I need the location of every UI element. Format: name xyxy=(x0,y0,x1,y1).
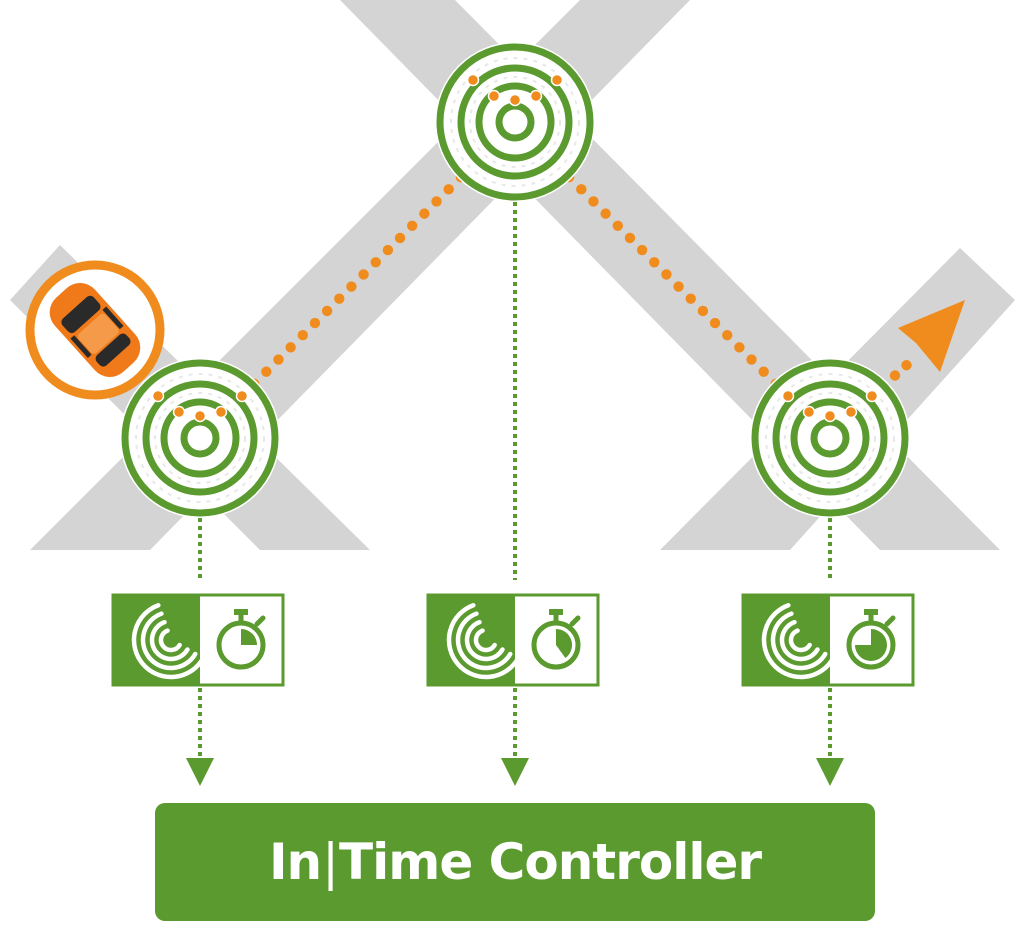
radar-waves-icon xyxy=(446,602,521,680)
down-arrow-icon xyxy=(186,758,214,786)
route-dot xyxy=(734,342,745,353)
route-dot xyxy=(889,370,901,381)
route-dot xyxy=(358,269,369,280)
route-dot xyxy=(334,293,345,304)
route-dot xyxy=(612,220,623,231)
sensor-connectors xyxy=(186,202,844,786)
route-dot xyxy=(636,244,648,256)
route-dot xyxy=(901,360,912,371)
route-dot xyxy=(709,317,721,329)
intersection-right-sensor-icon xyxy=(750,358,910,518)
intersection-sensors xyxy=(120,42,910,518)
route-dot xyxy=(600,208,611,219)
sensor-timer-modules xyxy=(111,593,915,687)
route-dot xyxy=(297,330,308,341)
route-dot xyxy=(407,220,418,231)
down-arrow-icon xyxy=(816,758,844,786)
connector-1 xyxy=(186,518,214,786)
route-dot xyxy=(649,257,660,268)
route-dot xyxy=(576,184,587,195)
route-dot xyxy=(624,232,636,244)
route-dot xyxy=(722,330,733,341)
route-dot xyxy=(685,293,696,304)
controller-bar xyxy=(155,803,875,921)
route-dot xyxy=(309,317,321,329)
route-dot xyxy=(370,257,381,268)
route-arrow-icon xyxy=(898,300,965,372)
route-dot xyxy=(321,305,333,317)
route-dot xyxy=(588,196,599,207)
car-icon xyxy=(49,283,141,377)
connector-3 xyxy=(816,518,844,786)
stopwatch-icon xyxy=(216,609,266,670)
route-dot xyxy=(746,354,757,365)
module-3 xyxy=(741,593,915,687)
intersection-center-sensor-icon xyxy=(435,42,595,202)
module-2 xyxy=(426,593,600,687)
route-dot xyxy=(443,184,454,195)
stopwatch-icon xyxy=(846,609,896,670)
route-dot xyxy=(758,366,769,377)
route-dot xyxy=(673,281,684,292)
route-dot xyxy=(661,269,672,280)
route-dot xyxy=(346,281,357,292)
route-dot xyxy=(285,342,296,353)
route-dot xyxy=(382,244,394,256)
down-arrow-icon xyxy=(501,758,529,786)
intersection-left-sensor-icon xyxy=(120,358,280,518)
car xyxy=(25,260,165,400)
route-dot xyxy=(697,305,709,317)
route-dot xyxy=(419,208,430,219)
route-dot xyxy=(273,354,284,365)
connector-2 xyxy=(501,202,529,786)
module-1 xyxy=(111,593,285,687)
stopwatch-icon xyxy=(531,609,581,670)
route-dot xyxy=(431,196,442,207)
route-dot xyxy=(394,232,406,244)
radar-waves-icon xyxy=(761,602,836,680)
route-dot xyxy=(261,366,272,377)
radar-waves-icon xyxy=(131,602,206,680)
